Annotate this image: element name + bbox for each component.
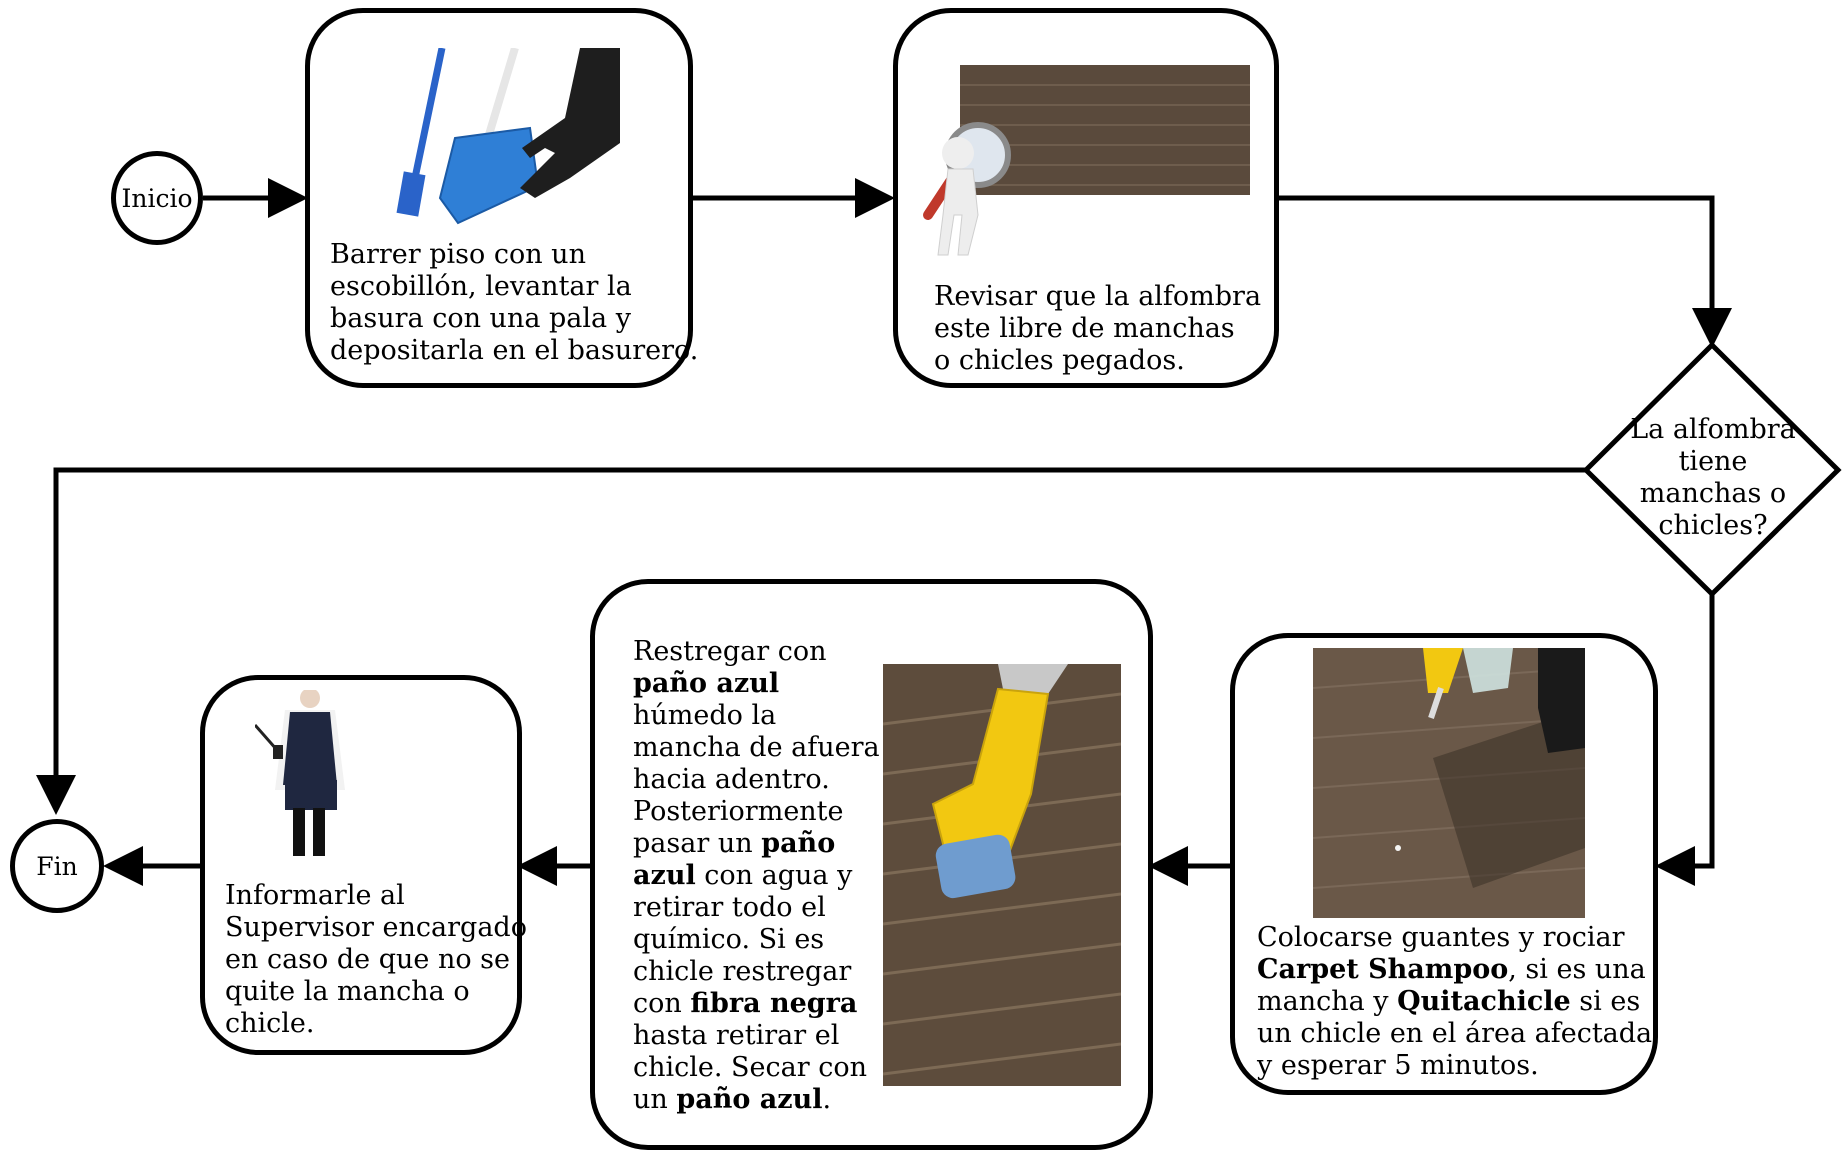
magnifier-carpet-illustration (923, 65, 1250, 256)
step2-box: Revisar que la alfombra este libre de ma… (893, 8, 1279, 388)
shadow (1433, 708, 1585, 888)
broom-handle (411, 48, 446, 179)
broom-dustpan-illustration (396, 48, 620, 225)
supervisor-illustration (255, 690, 345, 856)
right-leg (313, 808, 325, 856)
dustpan-handle (484, 48, 519, 140)
navy-vest (283, 712, 337, 785)
spray-bottle (1463, 648, 1513, 693)
step1-text: Barrer piso con un escobillón, levantar … (330, 239, 699, 366)
figure-head (942, 137, 974, 169)
sleeve (998, 664, 1068, 694)
scrub-carpet-photo (883, 664, 1121, 1086)
spray-carpet-photo (1313, 648, 1585, 918)
dustpan (438, 126, 540, 225)
head (300, 690, 320, 708)
decision-text: La alfombra tiene manchas o chicles? (1630, 414, 1796, 541)
decision-diamond (1582, 341, 1842, 598)
step3-box: Colocarse guantes y rociar Carpet Shampo… (1230, 633, 1658, 1095)
spray-nozzle (1428, 687, 1444, 719)
yellow-glove (1423, 648, 1463, 693)
gloved-hand (520, 48, 620, 198)
step4-text: Restregar con paño azul húmedo la mancha… (633, 636, 880, 1115)
figure-body (937, 168, 979, 256)
left-leg (293, 808, 305, 856)
carpet-photo (960, 65, 1250, 195)
arrow-decision-no-to-end (36, 467, 1585, 815)
step5-box: Informarle al Supervisor encargado en ca… (200, 675, 527, 1055)
step4-box: Restregar con paño azul húmedo la mancha… (590, 579, 1153, 1150)
arrow-decision-yes-to-step3 (1655, 594, 1715, 886)
broom-head (396, 171, 426, 217)
step2-text: Revisar que la alfombra este libre de ma… (934, 281, 1262, 376)
arrow-step2-to-decision (1279, 195, 1732, 348)
end-label: Fin (36, 851, 78, 881)
step1-box: Barrer piso con un escobillón, levantar … (305, 8, 698, 388)
blue-cloth (935, 834, 1016, 899)
shoe (1538, 648, 1585, 753)
start-node: Inicio (111, 151, 203, 245)
step5-text: Informarle al Supervisor encargado en ca… (225, 880, 527, 1039)
apron (285, 780, 337, 810)
radio (273, 745, 283, 759)
start-label: Inicio (121, 183, 193, 213)
step3-text: Colocarse guantes y rociar Carpet Shampo… (1257, 922, 1653, 1081)
end-node: Fin (10, 819, 104, 913)
